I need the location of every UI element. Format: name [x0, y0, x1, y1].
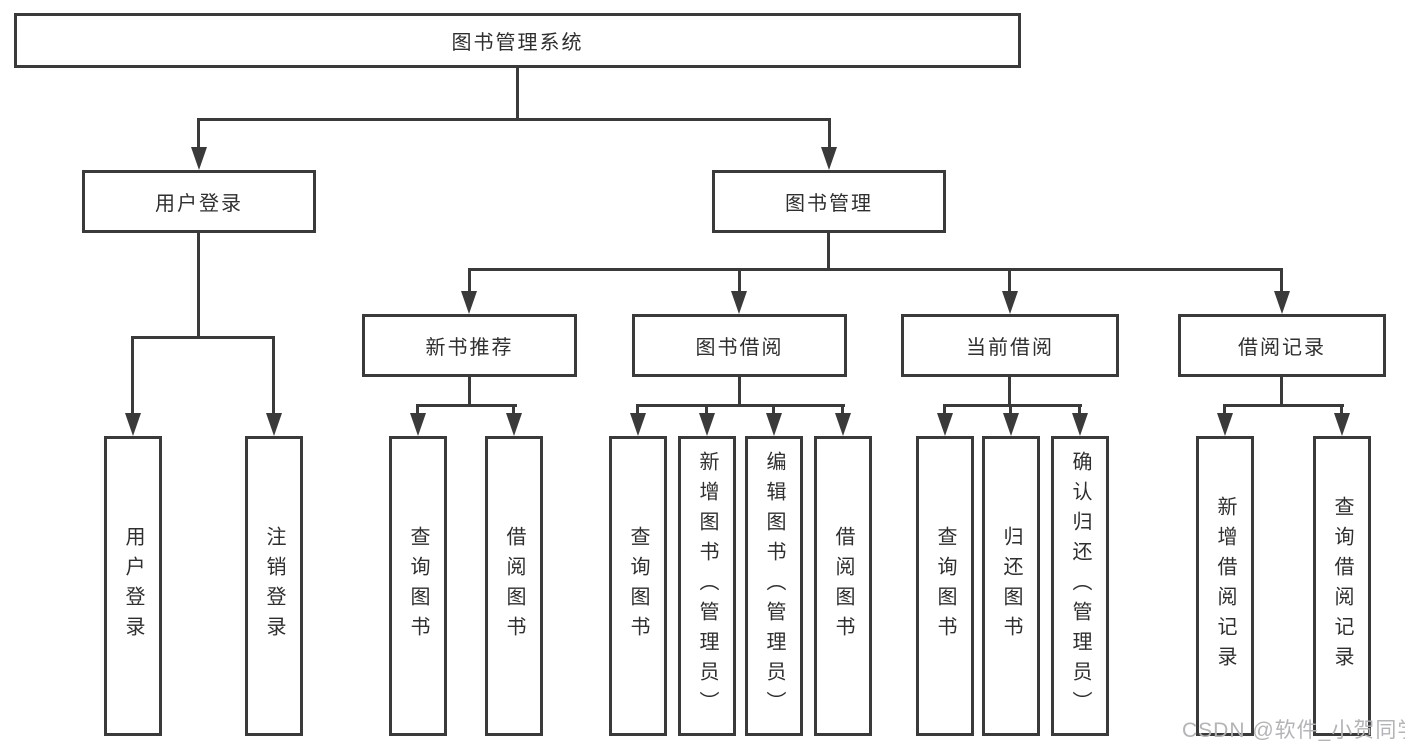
connector-drop-br-add [1223, 404, 1226, 418]
arrowhead-br-add [1217, 413, 1233, 436]
connector-book-borrow-stem [738, 377, 741, 406]
arrowhead-bb-borrow [835, 413, 851, 436]
connector-drop-bb-borrow [841, 404, 844, 418]
node-new-book-rec: 新书推荐 [362, 314, 577, 377]
node-leaf-bb-borrow-label: 借阅图书 [832, 526, 854, 646]
connector-root-bar [197, 118, 831, 121]
connector-user-login-stem [197, 233, 200, 336]
connector-drop-bb-edit [772, 404, 775, 418]
node-leaf-logout-label: 注销登录 [263, 526, 285, 646]
connector-drop-book-borrow [738, 268, 741, 293]
node-book-borrow-label: 图书借阅 [695, 337, 784, 359]
connector-drop-nbr-borrow [512, 404, 515, 418]
node-leaf-cb-return-label: 归还图书 [1000, 526, 1022, 646]
connector-current-borrow-bar [944, 404, 1082, 407]
arrowhead-leaf-logout [266, 413, 282, 436]
connector-drop-cb-query [943, 404, 946, 418]
arrowhead-user-login [191, 147, 207, 170]
node-leaf-nbr-query-label: 查询图书 [407, 526, 429, 646]
connector-root-stem [516, 68, 519, 118]
connector-book-mgmt-bar [468, 268, 1283, 271]
node-current-borrow-label: 当前借阅 [966, 337, 1054, 359]
node-user-login: 用户登录 [82, 170, 316, 233]
node-leaf-bb-query-label: 查询图书 [627, 526, 649, 646]
arrowhead-bb-query [630, 413, 646, 436]
node-book-borrow: 图书借阅 [632, 314, 847, 377]
node-root-label: 图书管理系统 [451, 32, 584, 54]
node-leaf-br-query: 查询借阅记录 [1313, 436, 1371, 736]
node-leaf-logout: 注销登录 [245, 436, 303, 736]
connector-drop-current-borrow [1008, 268, 1011, 293]
arrowhead-book-borrow [731, 291, 747, 314]
connector-current-borrow-stem [1008, 377, 1011, 406]
node-borrow-records: 借阅记录 [1178, 314, 1386, 377]
connector-book-borrow-bar [637, 404, 845, 407]
arrowhead-book-mgmt [821, 147, 837, 170]
node-book-mgmt: 图书管理 [712, 170, 946, 233]
node-leaf-br-add-label: 新增借阅记录 [1214, 496, 1236, 676]
connector-new-book-rec-stem [468, 377, 471, 406]
arrowhead-cb-confirm [1072, 413, 1088, 436]
connector-drop-user-login [197, 118, 200, 150]
connector-drop-cb-confirm [1078, 404, 1081, 418]
arrowhead-nbr-borrow [506, 413, 522, 436]
connector-drop-bb-query [636, 404, 639, 418]
node-leaf-cb-query-label: 查询图书 [934, 526, 956, 646]
node-root: 图书管理系统 [14, 13, 1021, 68]
arrowhead-new-book-rec [461, 291, 477, 314]
connector-book-mgmt-stem [827, 233, 830, 270]
node-leaf-cb-query: 查询图书 [916, 436, 974, 736]
connector-drop-leaf-logout [272, 336, 275, 416]
node-leaf-cb-return: 归还图书 [982, 436, 1040, 736]
arrowhead-cb-return [1003, 413, 1019, 436]
node-new-book-rec-label: 新书推荐 [425, 337, 514, 359]
node-user-login-label: 用户登录 [155, 193, 243, 215]
connector-drop-leaf-user-login [131, 336, 134, 416]
connector-borrow-records-bar [1224, 404, 1344, 407]
connector-drop-br-query [1340, 404, 1343, 418]
arrowhead-borrow-records [1274, 291, 1290, 314]
arrowhead-cb-query [937, 413, 953, 436]
connector-borrow-records-stem [1280, 377, 1283, 406]
connector-drop-borrow-records [1280, 268, 1283, 293]
connector-drop-cb-return [1009, 404, 1012, 418]
node-leaf-user-login-label: 用户登录 [122, 526, 144, 646]
node-leaf-bb-edit-label: 编辑图书（管理员） [763, 451, 785, 721]
node-leaf-bb-add: 新增图书（管理员） [678, 436, 736, 736]
connector-drop-bb-add [705, 404, 708, 418]
connector-new-book-rec-bar [417, 404, 517, 407]
arrowhead-leaf-user-login [125, 413, 141, 436]
arrowhead-bb-edit [766, 413, 782, 436]
node-leaf-user-login: 用户登录 [104, 436, 162, 736]
node-book-mgmt-label: 图书管理 [785, 193, 873, 215]
node-leaf-cb-confirm: 确认归还（管理员） [1051, 436, 1109, 736]
connector-drop-book-mgmt [828, 118, 831, 150]
node-current-borrow: 当前借阅 [901, 314, 1119, 377]
node-leaf-br-add: 新增借阅记录 [1196, 436, 1254, 736]
arrowhead-nbr-query [410, 413, 426, 436]
connector-drop-new-book-rec [468, 268, 471, 293]
arrowhead-br-query [1334, 413, 1350, 436]
connector-drop-nbr-query [416, 404, 419, 418]
node-leaf-nbr-borrow: 借阅图书 [485, 436, 543, 736]
node-leaf-bb-query: 查询图书 [609, 436, 667, 736]
node-leaf-nbr-borrow-label: 借阅图书 [503, 526, 525, 646]
node-leaf-bb-add-label: 新增图书（管理员） [696, 451, 718, 721]
arrowhead-bb-add [699, 413, 715, 436]
arrowhead-current-borrow [1002, 291, 1018, 314]
node-leaf-bb-borrow: 借阅图书 [814, 436, 872, 736]
csdn-watermark: CSDN @软件_小贺同学 [1182, 719, 1405, 742]
connector-user-login-bar [131, 336, 275, 339]
node-leaf-cb-confirm-label: 确认归还（管理员） [1069, 451, 1091, 721]
node-leaf-nbr-query: 查询图书 [389, 436, 447, 736]
node-leaf-bb-edit: 编辑图书（管理员） [745, 436, 803, 736]
node-borrow-records-label: 借阅记录 [1238, 337, 1326, 359]
node-leaf-br-query-label: 查询借阅记录 [1331, 496, 1353, 676]
